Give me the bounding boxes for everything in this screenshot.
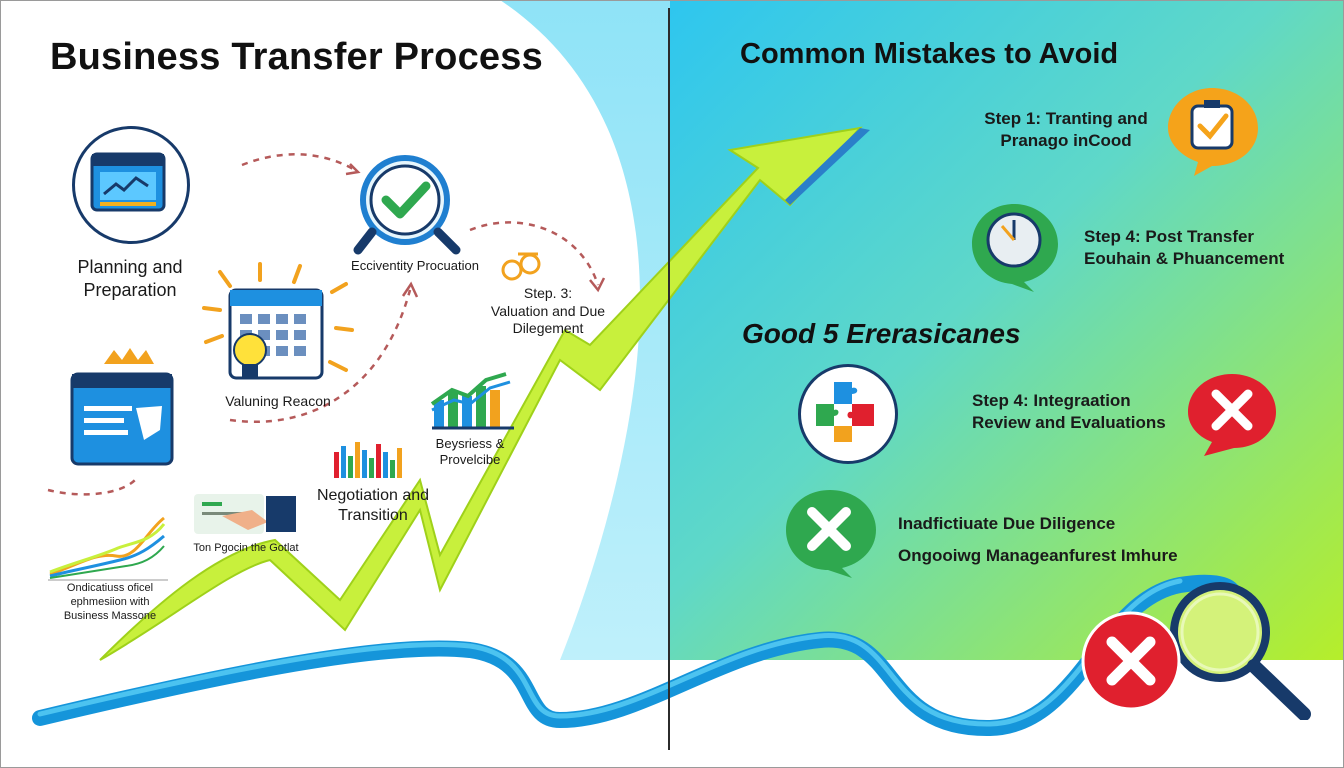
mistake-line1: Inadfictiuate Due Diligence xyxy=(898,514,1116,533)
planning-label-line1: Planning and xyxy=(77,257,183,277)
planning-label-line2: Preparation xyxy=(83,279,177,300)
negotiation-label: Negotiation and Transition xyxy=(300,486,446,526)
beys-line1: Beysriess & xyxy=(435,436,505,451)
ton-label: Ton Pgocin the Gotlat xyxy=(193,542,299,554)
handshake-icon xyxy=(194,494,296,534)
step1-line1: Step 1: Tranting and xyxy=(984,109,1148,128)
close-bubble-icon xyxy=(786,490,876,578)
line-chart-icon xyxy=(48,516,168,581)
dashed-arrows xyxy=(47,153,606,496)
ondi-label: Ondicatiuss oficel ephmesiion with Busin… xyxy=(40,582,180,623)
step3-label: Step. 3: Valuation and Due Dilegement xyxy=(478,285,618,338)
step1-text: Step 1: Tranting and Pranago inCood xyxy=(966,108,1166,152)
negotiation-line1: Negotiation and xyxy=(316,487,430,504)
magnifier-icon xyxy=(1170,582,1311,720)
ondi-line2: ephmesiion with xyxy=(70,595,150,608)
puzzle-circle xyxy=(798,364,898,464)
ondi-line3: Business Massone xyxy=(63,609,157,622)
ecci-label: Ecciventity Procuation xyxy=(351,258,479,273)
checklist-bubble-icon xyxy=(1168,88,1258,176)
clock-bubble-icon xyxy=(972,204,1058,292)
section2-title: Good 5 Ererasicanes xyxy=(742,318,1021,349)
magnifier-check-icon xyxy=(353,155,461,255)
bar-chart-icon xyxy=(334,442,402,478)
right-title: Common Mistakes to Avoid xyxy=(740,38,1119,70)
step3-line2: Valuation and Due xyxy=(490,302,606,319)
close-icon xyxy=(1081,611,1181,711)
step4-line1: Step 4: Post Transfer xyxy=(1084,227,1255,246)
step3-line1: Step. 3: xyxy=(523,285,573,301)
step1-line2: Pranago inCood xyxy=(1000,131,1132,151)
integration-line2: Review and Evaluations xyxy=(972,413,1166,433)
center-divider xyxy=(668,8,670,750)
planning-label: Planning and Preparation xyxy=(50,256,210,301)
close-bubble-icon xyxy=(1188,374,1276,456)
step4-line2: Eouhain & Phuancement xyxy=(1084,249,1285,269)
calendar-chart-icon xyxy=(90,152,166,212)
step3-line3: Dilegement xyxy=(512,320,584,336)
integration-text: Step 4: Integraation Review and Evaluati… xyxy=(972,390,1192,434)
integration-line1: Step 4: Integraation xyxy=(972,391,1131,410)
beys-label: Beysriess & Provelcibe xyxy=(420,436,520,469)
beys-line2: Provelcibe xyxy=(439,452,501,468)
bar-chart-icon xyxy=(430,372,514,430)
ondi-line1: Ondicatiuss oficel xyxy=(66,582,154,594)
puzzle-icon xyxy=(816,382,874,442)
step4-text: Step 4: Post Transfer Eouhain & Phuancem… xyxy=(1084,226,1304,270)
handshake-icon xyxy=(501,252,541,281)
mistake-line2: Ongooiwg Manageanfurest Imhure xyxy=(898,546,1178,566)
left-title: Business Transfer Process xyxy=(50,36,543,78)
valuning-label: Valuning Reacon xyxy=(225,393,331,409)
mistakes-text: Inadfictiuate Due Diligence Ongooiwg Man… xyxy=(898,508,1238,573)
negotiation-line2: Transition xyxy=(338,507,408,524)
calendar-lightbulb-icon xyxy=(202,262,354,380)
presentation-board-icon xyxy=(70,348,174,466)
